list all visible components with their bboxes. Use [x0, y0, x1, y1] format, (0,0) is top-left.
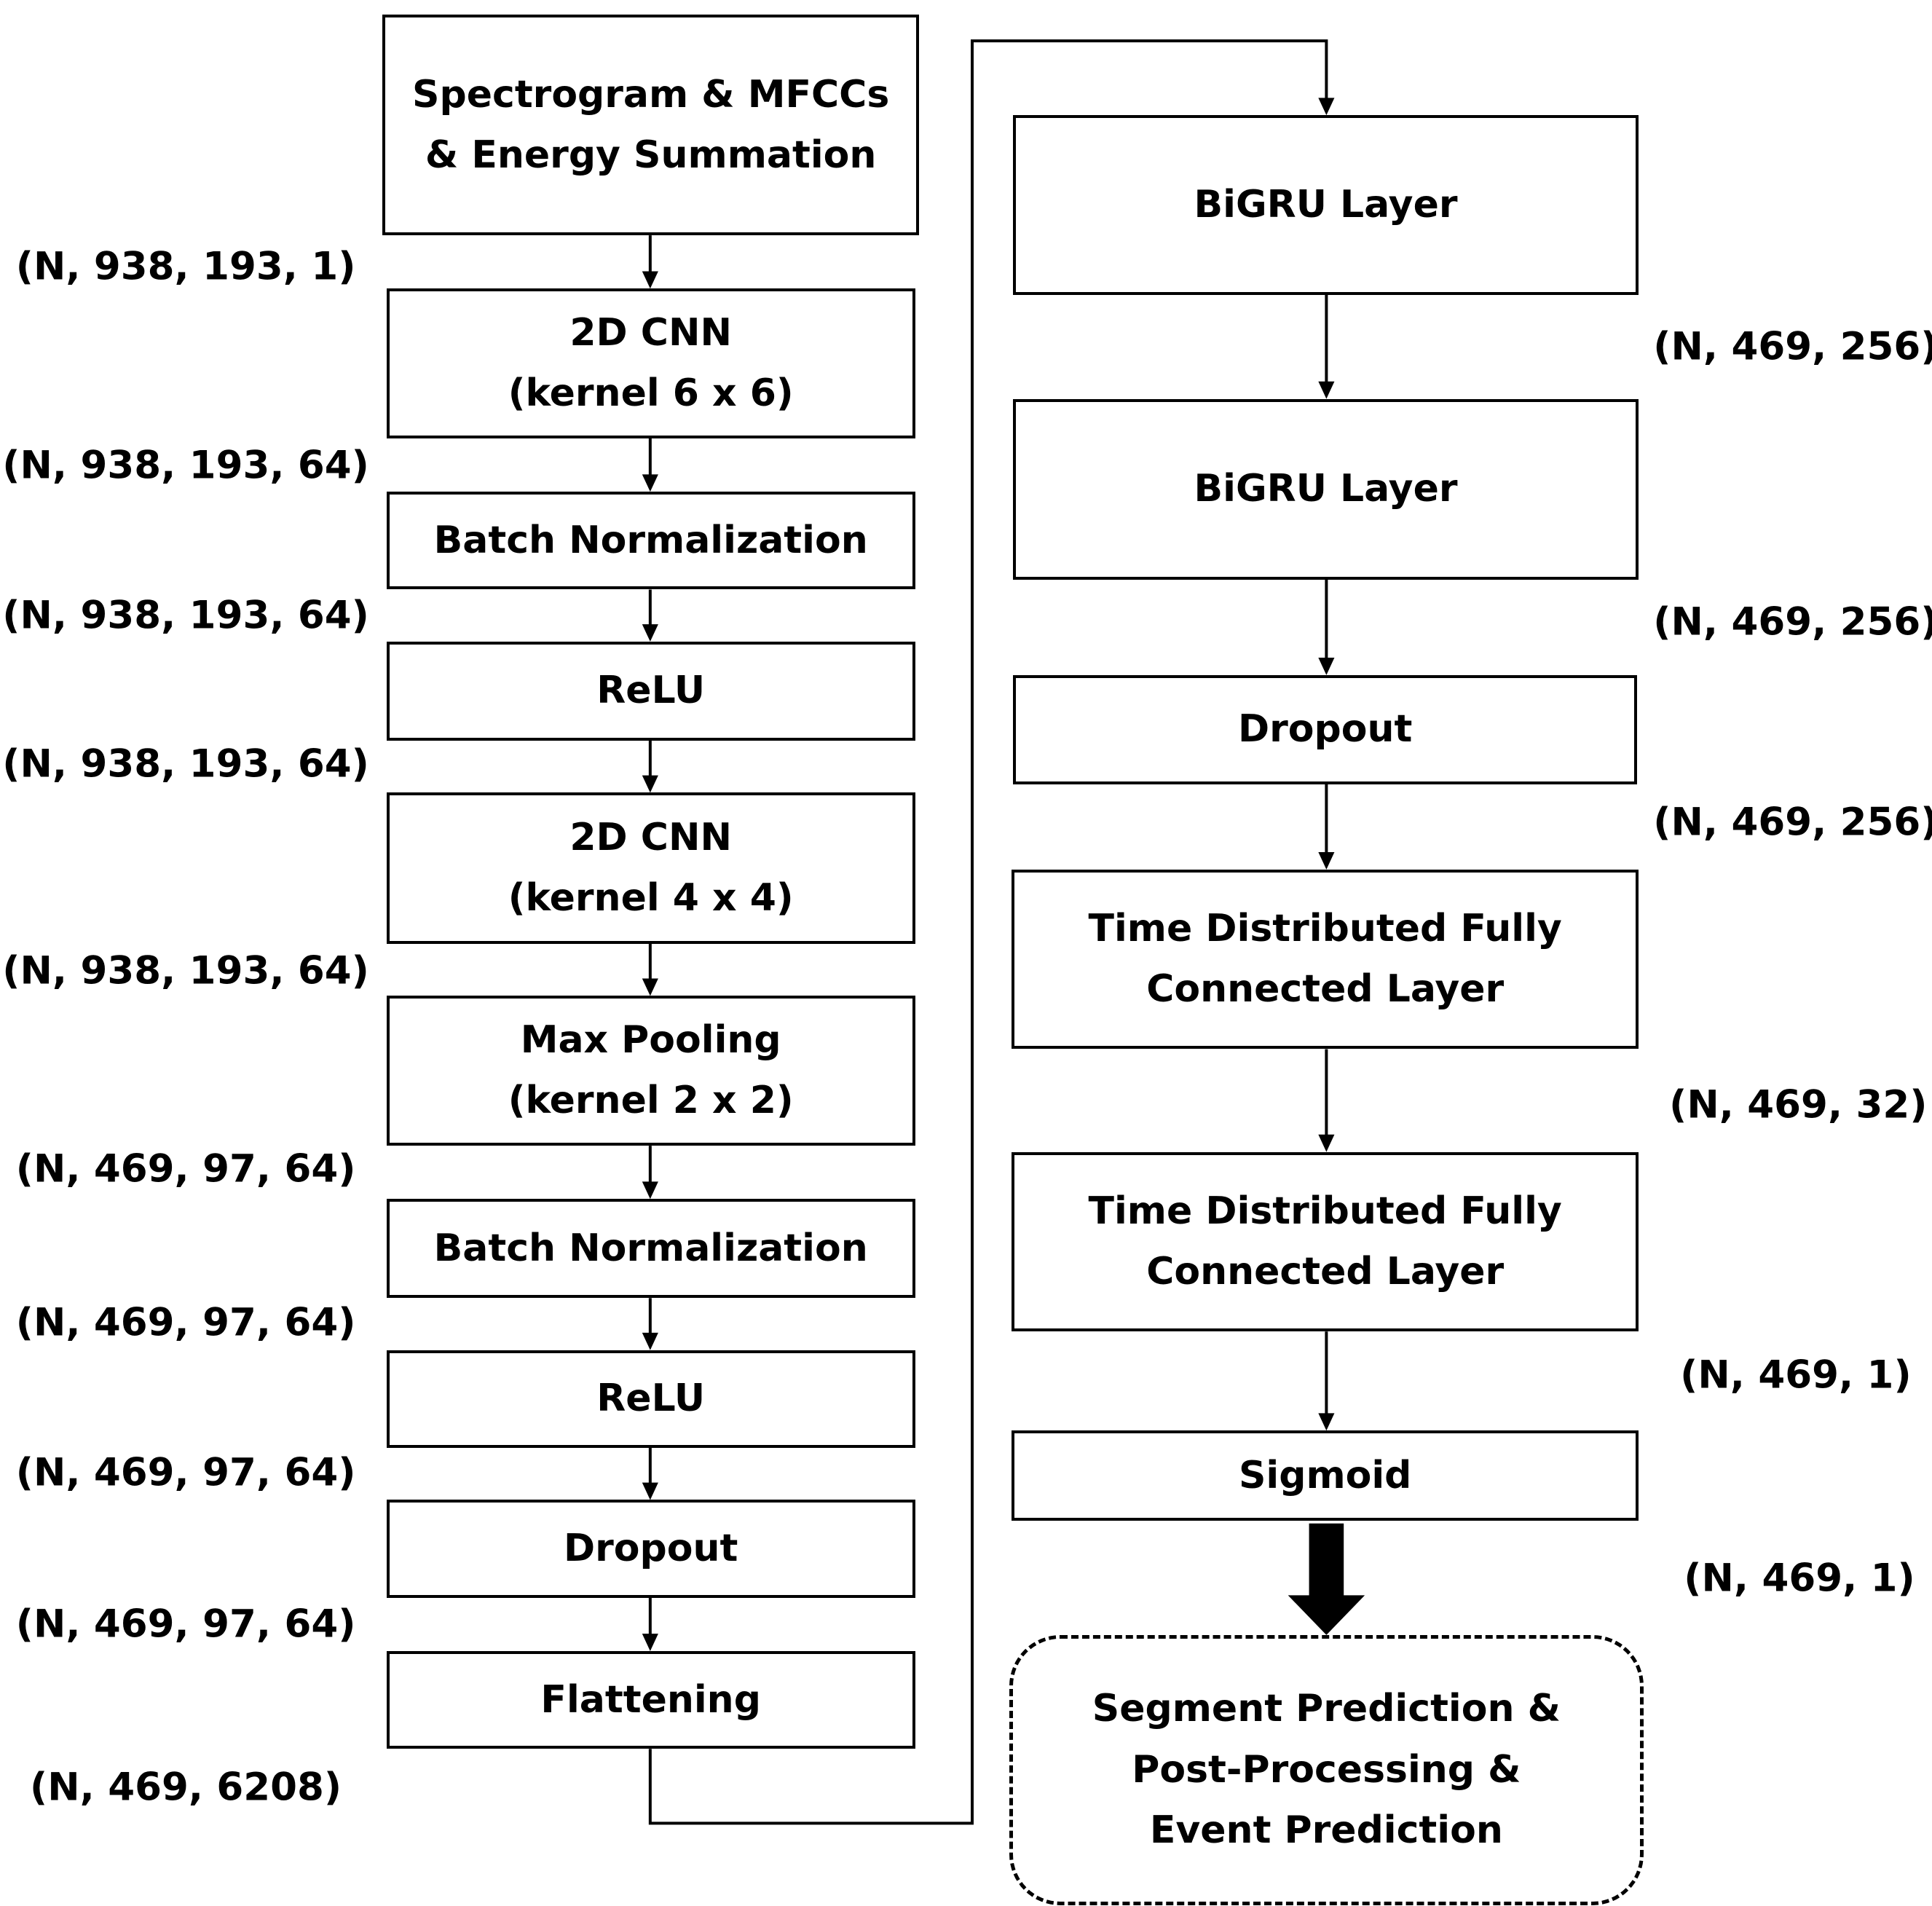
- arrow-right-1-head: [1318, 381, 1335, 399]
- box-bn1-label: Batch Normalization: [433, 518, 868, 562]
- connector-left-to-right: [648, 39, 1328, 1825]
- arrow-left-1-head: [642, 271, 658, 289]
- box-relu2: ReLU: [386, 1350, 915, 1449]
- box-flatten: Flattening: [386, 1650, 915, 1749]
- arrow-right-4-head: [1318, 1134, 1335, 1152]
- shape-label-right-6: (N, 469, 1): [1684, 1556, 1915, 1601]
- box-sigmoid-label: Sigmoid: [1238, 1453, 1412, 1497]
- box-output-label: Segment Prediction & Post-Processing & E…: [1092, 1687, 1561, 1852]
- box-bigru1: BiGRU Layer: [1013, 115, 1639, 295]
- shape-label-left-8: (N, 469, 97, 64): [15, 1450, 356, 1495]
- box-bn1: Batch Normalization: [386, 492, 915, 590]
- shape-label-left-3: (N, 938, 193, 64): [2, 593, 369, 638]
- box-bigru1-label: BiGRU Layer: [1194, 182, 1458, 227]
- box-relu1-label: ReLU: [596, 669, 706, 713]
- shape-label-left-10: (N, 469, 6208): [30, 1765, 342, 1810]
- arrow-right-5-head: [1318, 1413, 1335, 1431]
- box-dropout1: Dropout: [386, 1500, 915, 1598]
- box-pool: Max Pooling (kernel 2 x 2): [386, 996, 915, 1146]
- box-dropout2-label: Dropout: [1237, 707, 1413, 752]
- box-cnn2-label: 2D CNN (kernel 4 x 4): [508, 815, 794, 921]
- box-fc1: Time Distributed Fully Connected Layer: [1012, 869, 1639, 1050]
- thick-arrow-to-output: [1288, 1523, 1365, 1635]
- arrow-left-9-head: [642, 1634, 658, 1651]
- arrow-left-4-head: [642, 775, 658, 793]
- shape-label-right-5: (N, 469, 1): [1680, 1352, 1912, 1398]
- shape-label-left-9: (N, 469, 97, 64): [15, 1602, 356, 1647]
- box-bn2: Batch Normalization: [386, 1199, 915, 1299]
- shape-label-left-7: (N, 469, 97, 64): [15, 1300, 356, 1345]
- box-sigmoid: Sigmoid: [1012, 1430, 1639, 1521]
- box-bigru2: BiGRU Layer: [1013, 398, 1639, 580]
- shape-label-left-4: (N, 938, 193, 64): [2, 741, 369, 787]
- shape-label-left-1: (N, 938, 193, 1): [15, 244, 356, 289]
- arrow-left-5-head: [642, 978, 658, 996]
- box-cnn1: 2D CNN (kernel 6 x 6): [386, 288, 915, 438]
- box-relu2-label: ReLU: [596, 1377, 706, 1421]
- box-dropout1-label: Dropout: [564, 1527, 738, 1571]
- arrow-left-8-head: [642, 1482, 658, 1500]
- box-cnn2: 2D CNN (kernel 4 x 4): [386, 792, 915, 944]
- box-cnn1-label: 2D CNN (kernel 6 x 6): [508, 310, 794, 416]
- box-dropout2: Dropout: [1013, 674, 1638, 784]
- box-flatten-label: Flattening: [540, 1677, 761, 1722]
- box-output: Segment Prediction & Post-Processing & E…: [1009, 1634, 1644, 1905]
- shape-label-right-4: (N, 469, 32): [1669, 1082, 1928, 1127]
- box-fc2: Time Distributed Fully Connected Layer: [1012, 1151, 1639, 1332]
- connector-left-to-right-head: [1318, 98, 1335, 116]
- shape-label-right-1: (N, 469, 256): [1653, 324, 1932, 369]
- arrow-left-2-head: [642, 474, 658, 492]
- arrow-left-6-head: [642, 1181, 658, 1200]
- shape-label-left-6: (N, 469, 97, 64): [15, 1146, 356, 1192]
- arrow-right-3-head: [1318, 852, 1335, 870]
- arrow-left-7-head: [642, 1332, 658, 1350]
- box-pool-label: Max Pooling (kernel 2 x 2): [508, 1018, 794, 1123]
- shape-label-right-3: (N, 469, 256): [1653, 800, 1932, 845]
- box-fc1-label: Time Distributed Fully Connected Layer: [1088, 906, 1562, 1012]
- box-input: Spectrogram & MFCCs & Energy Summation: [382, 15, 919, 236]
- shape-label-right-2: (N, 469, 256): [1653, 599, 1932, 645]
- box-bigru2-label: BiGRU Layer: [1194, 467, 1458, 511]
- box-relu1: ReLU: [386, 641, 915, 741]
- arrow-right-2-head: [1318, 658, 1335, 675]
- box-input-label: Spectrogram & MFCCs & Energy Summation: [412, 72, 890, 177]
- arrow-left-3-head: [642, 624, 658, 642]
- box-fc2-label: Time Distributed Fully Connected Layer: [1088, 1189, 1562, 1293]
- shape-label-left-2: (N, 938, 193, 64): [2, 443, 369, 488]
- box-bn2-label: Batch Normalization: [433, 1226, 868, 1270]
- shape-label-left-5: (N, 938, 193, 64): [2, 948, 369, 993]
